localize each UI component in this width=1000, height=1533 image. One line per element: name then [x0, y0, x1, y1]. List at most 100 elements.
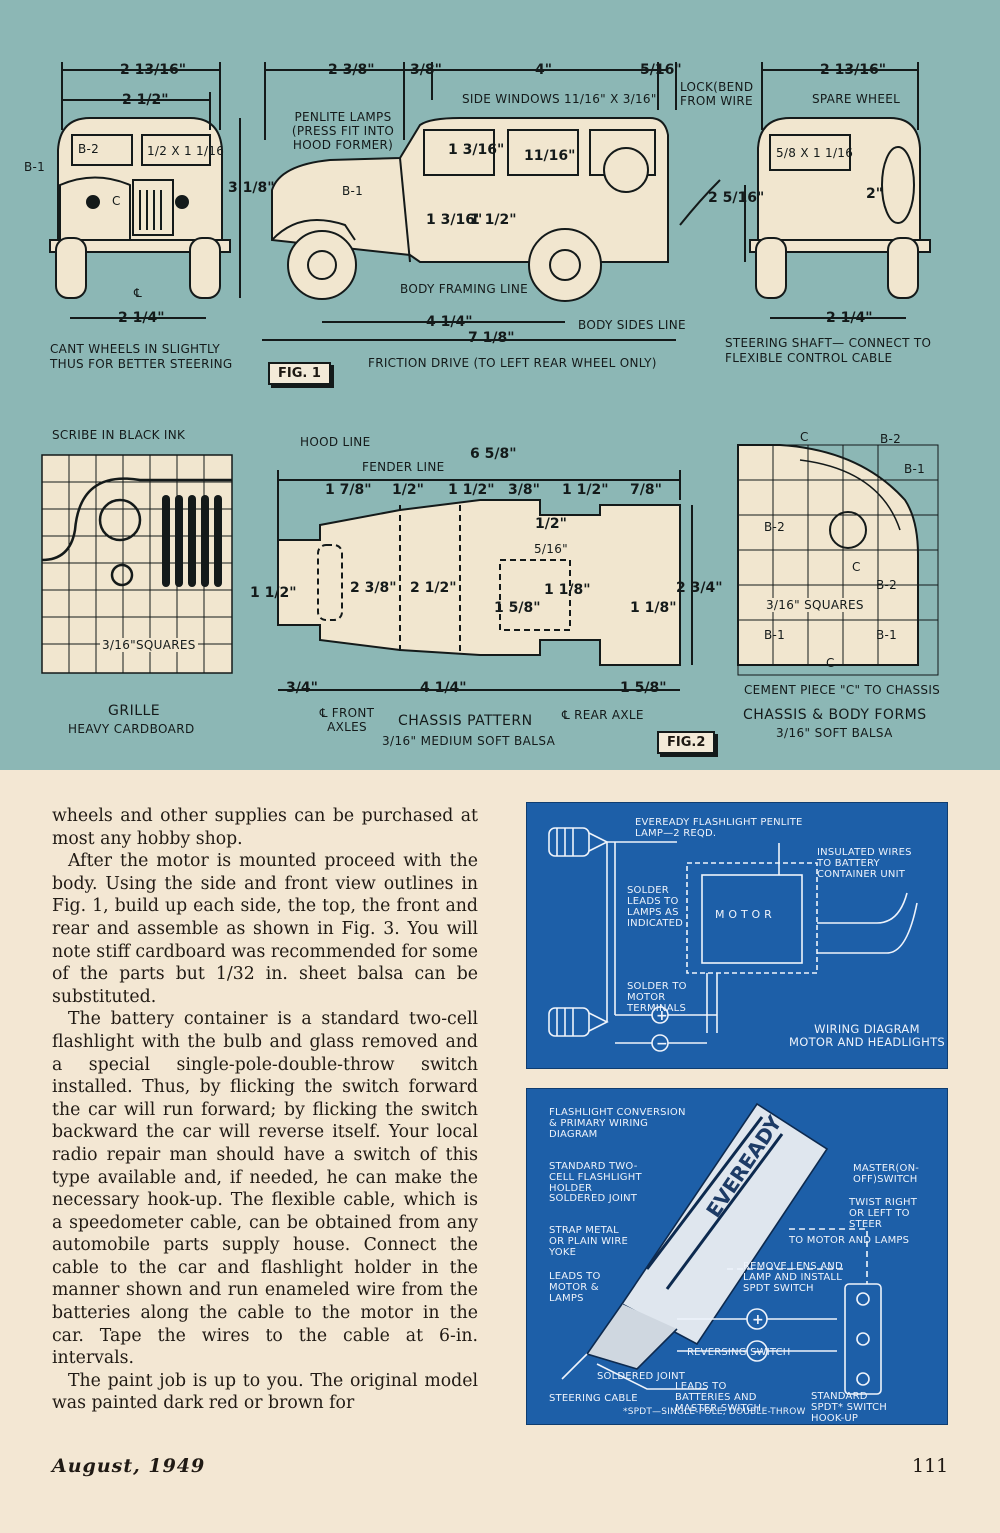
solder-lamps-label: SOLDER LEADS TO LAMPS AS INDICATED: [627, 885, 684, 929]
front-label-b2: B-2: [78, 142, 100, 156]
fig2-label: FIG.2: [657, 731, 716, 754]
grille-squares-label: 3/16"SQUARES: [100, 638, 198, 652]
wiring-caption: WIRING DIAGRAM MOTOR AND HEADLIGHTS: [789, 1022, 945, 1049]
rear-axle-width-dim: 2 1/4": [826, 310, 873, 326]
blueprint-panel: 2 13/16" 2 1/2" 3 1/8" 2 1/4" B-2 B-1 1/…: [0, 0, 1000, 770]
front-width-inner-dim: 2 1/2": [122, 92, 169, 108]
side-view-drawing: [262, 62, 746, 341]
cement-note: CEMENT PIECE "C" TO CHASSIS: [744, 683, 941, 697]
rear-window-label: 5/8 X 1 1/16: [776, 146, 854, 160]
body-sides-label: BODY SIDES LINE: [578, 318, 686, 332]
side-windows-label: SIDE WINDOWS 11/16" X 3/16": [462, 92, 657, 106]
chassis-inner-dim-0: 1/2": [535, 516, 567, 532]
chassis-bottom-dim-1: 4 1/4": [420, 680, 467, 696]
side-b1-label: B-1: [342, 184, 364, 198]
hood-line-label: HOOD LINE: [300, 435, 371, 449]
steering-shaft-label: STEERING SHAFT— CONNECT TO FLEXIBLE CONT…: [725, 336, 932, 365]
side-dim-4: 1 3/16": [448, 142, 505, 158]
penlite-lamp-label: EVEREADY FLASHLIGHT PENLITE LAMP—2 REQD.: [635, 817, 803, 839]
flashlight-label-reversing: REVERSING SWITCH: [687, 1347, 791, 1358]
chassis-drawing: [277, 470, 693, 691]
page-number: 111: [912, 1455, 949, 1477]
front-label-centerline: ℄: [134, 286, 143, 300]
side-dim-2: 4": [535, 62, 553, 78]
rear-width-top-dim: 2 13/16": [820, 62, 886, 78]
grille-drawing: [41, 454, 233, 674]
front-label-window: 1/2 X 1 1/16: [147, 144, 225, 158]
forms-label-b1a: B-1: [904, 462, 926, 476]
chassis-inner-dim-4: 1 1/8": [544, 582, 591, 598]
flashlight-label-steering-cable: STEERING CABLE: [549, 1393, 638, 1404]
rear-height-dim: 2": [866, 186, 884, 202]
front-label-c: C: [112, 194, 121, 208]
article-paragraph: wheels and other supplies can be purchas…: [52, 806, 478, 849]
front-width-top-dim: 2 13/16": [120, 62, 186, 78]
forms-label-c1: C: [800, 430, 809, 444]
lock-label: LOCK(BEND FROM WIRE: [680, 80, 754, 108]
svg-text:+: +: [656, 1008, 668, 1024]
front-height-dim: 3 1/8": [228, 180, 275, 196]
chassis-inner-dim-2: 2 3/8": [350, 580, 397, 596]
flashlight-footnote: *SPDT—SINGLE-POLE, DOUBLE-THROW: [623, 1407, 806, 1417]
side-dim-10: 7 1/8": [468, 330, 515, 346]
insulated-wires-label: INSULATED WIRES TO BATTERY CONTAINER UNI…: [817, 847, 912, 880]
chassis-inner-dim-3: 2 1/2": [410, 580, 457, 596]
forms-label-b1c: B-1: [876, 628, 898, 642]
grille-title: GRILLE: [108, 703, 161, 719]
wiring-diagram-drawing: + −: [548, 827, 918, 1052]
forms-label-c2: C: [852, 560, 861, 574]
chassis-inner-dim-6: 1 1/8": [630, 600, 677, 616]
friction-drive-label: FRICTION DRIVE (TO LEFT REAR WHEEL ONLY): [368, 356, 657, 370]
flashlight-title: FLASHLIGHT CONVERSION & PRIMARY WIRING D…: [549, 1107, 686, 1140]
flashlight-label-soldered-1: SOLDERED JOINT: [549, 1193, 638, 1204]
forms-label-b2c: B-2: [876, 578, 898, 592]
chassis-top-dim-5: 7/8": [630, 482, 662, 498]
rear-axle-label: ℄ REAR AXLE: [562, 708, 644, 722]
side-dim-6: 1 3/16": [426, 212, 483, 228]
chassis-top-dim-2: 1 1/2": [448, 482, 495, 498]
rear-view-drawing: [749, 62, 931, 319]
article-paragraph: After the motor is mounted proceed with …: [52, 851, 478, 1007]
flashlight-diagram: + − EVEREADY FLASHLIGHT CONVERSION & PRI…: [526, 1088, 948, 1425]
cant-wheels-note: CANT WHEELS IN SLIGHTLY THUS FOR BETTER …: [50, 342, 233, 371]
flashlight-label-holder: STANDARD TWO-CELL FLASHLIGHT HOLDER: [549, 1161, 642, 1194]
front-view-drawing: [49, 62, 241, 319]
side-dim-9: 4 1/4": [426, 314, 473, 330]
side-dim-1: 3/8": [410, 62, 442, 78]
article-body: wheels and other supplies can be purchas…: [52, 805, 478, 1415]
blueprint-drawings: [41, 62, 939, 691]
front-label-b1: B-1: [24, 160, 46, 174]
solder-motor-label: SOLDER TO MOTOR TERMINALS: [627, 981, 687, 1014]
penlite-lamps-label: PENLITE LAMPS (PRESS FIT INTO HOOD FORME…: [291, 110, 395, 152]
flashlight-label-spdt-hookup: STANDARD SPDT* SWITCH HOOK-UP: [811, 1391, 887, 1424]
forms-label-c3: C: [826, 656, 835, 670]
chassis-bottom-dim-2: 1 5/8": [620, 680, 667, 696]
flashlight-label-soldered-2: SOLDERED JOINT: [597, 1371, 686, 1382]
scribe-note: SCRIBE IN BLACK INK: [52, 428, 186, 442]
flashlight-label-yoke: STRAP METAL OR PLAIN WIRE YOKE: [549, 1225, 628, 1258]
wiring-diagram: + − EVEREADY FLASHLIGHT PENLITE LAMP—2 R…: [526, 802, 948, 1069]
svg-text:−: −: [752, 1344, 764, 1360]
forms-squares-label: 3/16" SQUARES: [766, 598, 864, 612]
forms-label-b1b: B-1: [764, 628, 786, 642]
flashlight-label-twist: TWIST RIGHT OR LEFT TO STEER: [849, 1197, 918, 1230]
side-dim-3: 5/16": [640, 62, 682, 78]
front-axles-label: ℄ FRONT AXLES: [319, 706, 375, 734]
side-dim-7: 1 1/2": [470, 212, 517, 228]
chassis-top-dim-1: 1/2": [392, 482, 424, 498]
flashlight-label-leads-batteries: LEADS TO BATTERIES AND MASTER SWITCH: [675, 1381, 762, 1414]
front-axle-width-dim: 2 1/4": [118, 310, 165, 326]
chassis-top-dim-0: 1 7/8": [325, 482, 372, 498]
chassis-title: CHASSIS PATTERN: [398, 713, 533, 729]
flashlight-diagram-drawing: + − EVEREADY: [561, 1102, 882, 1395]
forms-subtitle: 3/16" SOFT BALSA: [776, 726, 893, 740]
headlamp-upper-icon: [548, 827, 609, 857]
flashlight-label-leads: LEADS TO MOTOR & LAMPS: [549, 1271, 601, 1304]
forms-label-b2a: B-2: [880, 432, 902, 446]
side-dim-5: 11/16": [524, 148, 576, 164]
svg-text:+: +: [752, 1312, 764, 1328]
chassis-total-dim: 6 5/8": [470, 446, 517, 462]
chassis-inner-dim-1: 5/16": [534, 542, 568, 556]
flashlight-label-remove-lens: REMOVE LENS AND LAMP AND INSTALL SPDT SW…: [743, 1261, 843, 1294]
fig1-label: FIG. 1: [268, 362, 331, 385]
